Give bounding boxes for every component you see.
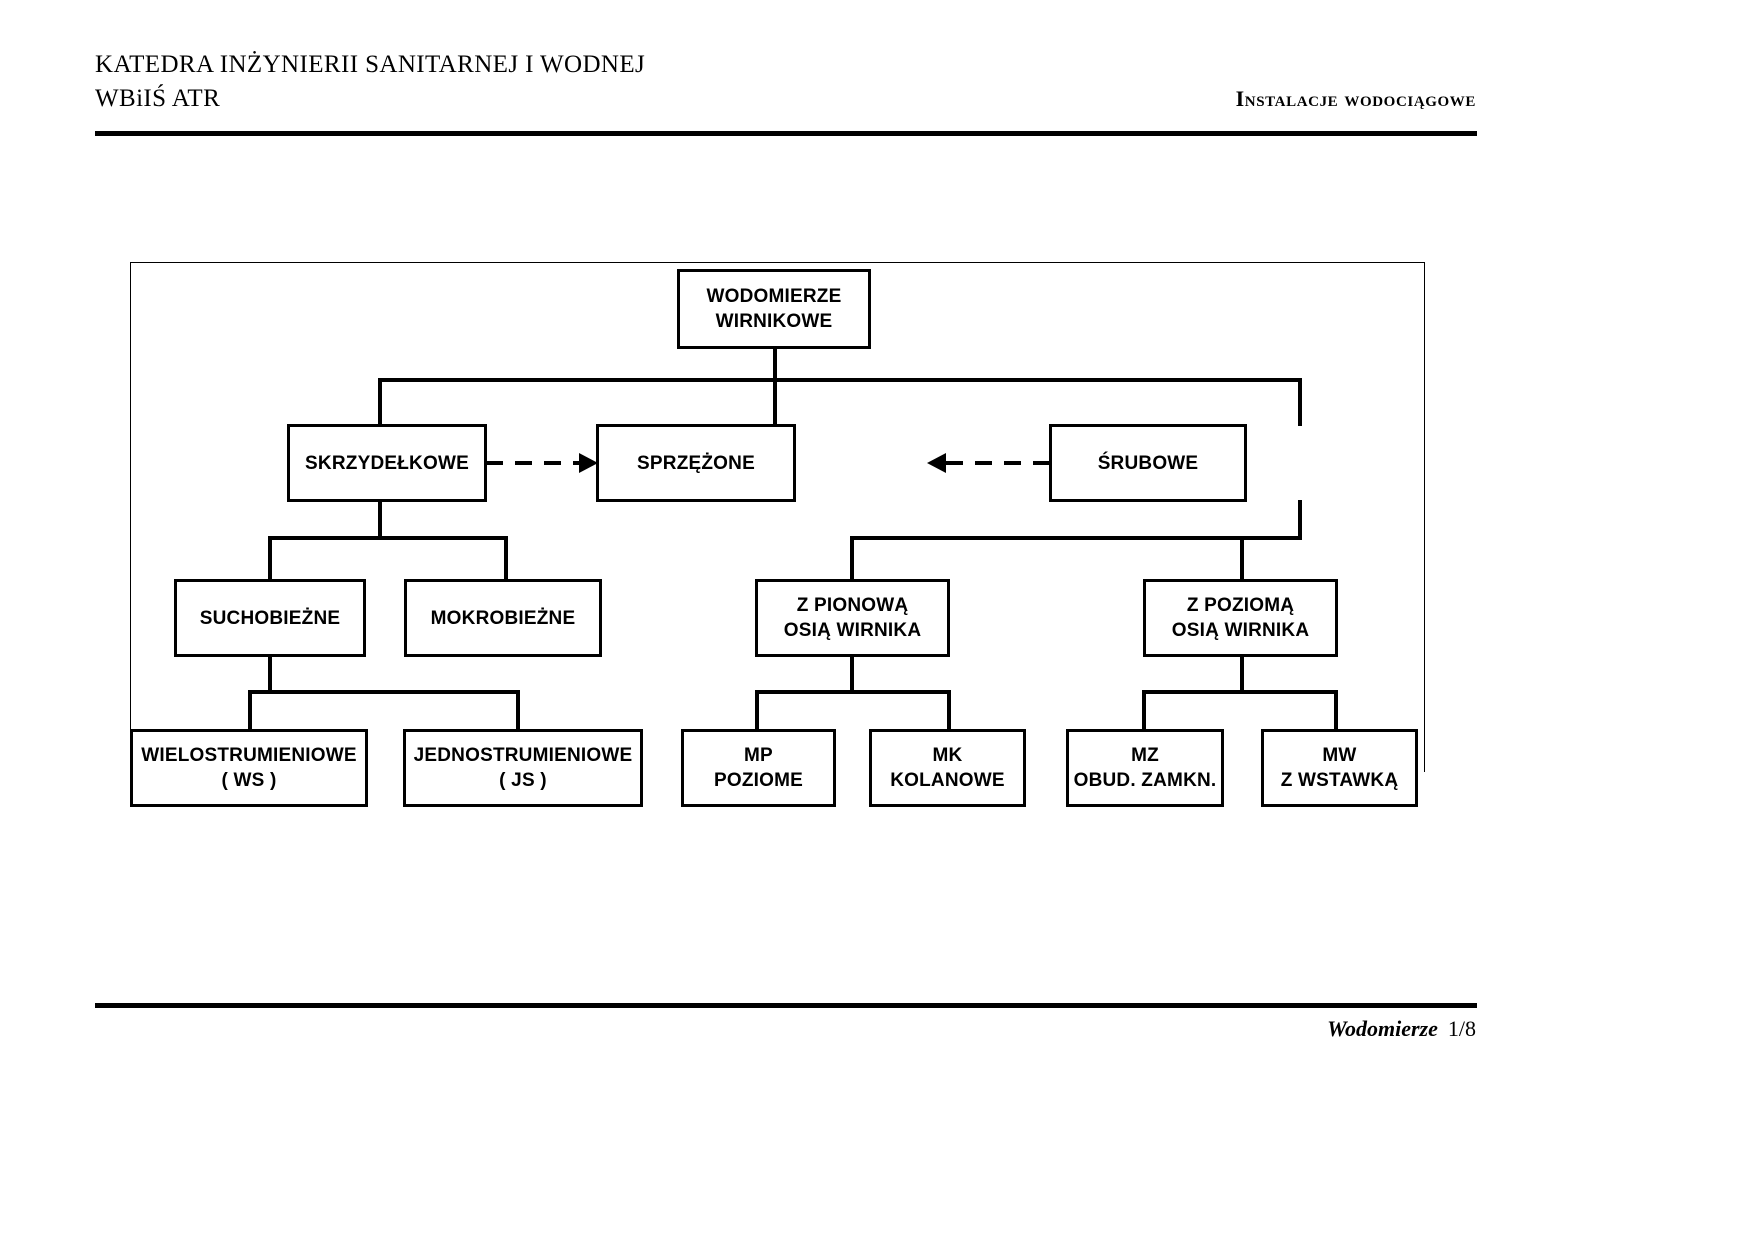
node-label: SPRZĘŻONE [637, 452, 755, 474]
node-label: JEDNOSTRUMIENIOWE ( JS ) [413, 745, 633, 791]
connector-to-sprzezone [773, 378, 777, 426]
node-label: MOKROBIEŻNE [430, 607, 576, 629]
connector-pionowa-stem [850, 657, 854, 692]
footer-divider-rule [95, 1003, 1477, 1008]
node-suchobiezne[interactable]: SUCHOBIEŻNE [174, 579, 366, 657]
dashed-line-segment-left [486, 461, 579, 465]
dashed-line-segment-right [946, 461, 1049, 465]
connector-to-mk [947, 690, 951, 730]
dashed-arrow-srubowe-to-sprzezone [927, 453, 1049, 473]
connector-pozioma-bus [1142, 690, 1338, 694]
connector-to-suchobiezne [268, 536, 272, 580]
connector-to-wielostrumieniowe [248, 690, 252, 730]
node-sprzezone[interactable]: SPRZĘŻONE [596, 424, 796, 502]
document-title: Instalacje wodociągowe [1235, 86, 1476, 111]
node-jednostrumieniowe-js[interactable]: JEDNOSTRUMIENIOWE ( JS ) [403, 729, 643, 807]
connector-to-mz [1142, 690, 1146, 730]
classification-diagram: WODOMIERZE WIRNIKOWE SKRZYDEŁKOWE SPRZĘŻ… [130, 262, 1425, 822]
node-mp-poziome[interactable]: MP POZIOME [681, 729, 836, 807]
node-z-pionowa-osia-wirnika[interactable]: Z PIONOWĄ OSIĄ WIRNIKA [755, 579, 950, 657]
node-label: MK KOLANOWE [890, 745, 1005, 791]
node-wielostrumieniowe-ws[interactable]: WIELOSTRUMIENIOWE ( WS ) [130, 729, 368, 807]
node-label: Z POZIOMĄ OSIĄ WIRNIKA [1171, 595, 1310, 641]
header-divider-rule [95, 131, 1477, 136]
node-label: WODOMIERZE WIRNIKOWE [706, 286, 842, 332]
connector-to-srubowe [1298, 378, 1302, 426]
connector-level1-bus [378, 378, 1302, 382]
node-mw-z-wstawka[interactable]: MW Z WSTAWKĄ [1261, 729, 1418, 807]
node-skrzydelkowe[interactable]: SKRZYDEŁKOWE [287, 424, 487, 502]
connector-pozioma-stem [1240, 657, 1244, 692]
node-label: ŚRUBOWE [1097, 452, 1199, 474]
connector-srubowe-bus [850, 536, 1302, 540]
footer-document-name: Wodomierze [1327, 1016, 1438, 1041]
connector-skrzydelkowe-stem [378, 500, 382, 538]
connector-to-mw [1334, 690, 1338, 730]
connector-to-jednostrumieniowe [516, 690, 520, 730]
page-header: KATEDRA INŻYNIERII SANITARNEJ I WODNEJ W… [95, 48, 1476, 140]
node-label: MW Z WSTAWKĄ [1280, 745, 1399, 791]
node-mk-kolanowe[interactable]: MK KOLANOWE [869, 729, 1026, 807]
page-footer: Wodomierze 1/8 [277, 1016, 1476, 1042]
connector-to-pionowa [850, 536, 854, 580]
connector-to-skrzydelkowe [378, 378, 382, 426]
node-mokrobiezne[interactable]: MOKROBIEŻNE [404, 579, 602, 657]
arrow-head-right-icon [579, 453, 598, 473]
node-srubowe[interactable]: ŚRUBOWE [1049, 424, 1247, 502]
dashed-arrow-skrzydelkowe-to-sprzezone [486, 453, 598, 473]
footer-page-number: 1/8 [1447, 1016, 1476, 1041]
connector-skrzydelkowe-bus [268, 536, 508, 540]
connector-root-stem [773, 348, 777, 380]
arrow-head-left-icon [927, 453, 946, 473]
diagram-border-right-edge [1424, 262, 1425, 772]
node-mz-obud-zamkn[interactable]: MZ OBUD. ZAMKN. [1066, 729, 1224, 807]
node-label: Z PIONOWĄ OSIĄ WIRNIKA [783, 595, 922, 641]
node-wodomierze-wirnikowe[interactable]: WODOMIERZE WIRNIKOWE [677, 269, 871, 349]
connector-to-pozioma [1240, 536, 1244, 580]
node-z-pozioma-osia-wirnika[interactable]: Z POZIOMĄ OSIĄ WIRNIKA [1143, 579, 1338, 657]
node-label: MZ OBUD. ZAMKN. [1073, 745, 1217, 791]
connector-to-mp [755, 690, 759, 730]
connector-to-mokrobiezne [504, 536, 508, 580]
connector-suchobiezne-bus [248, 690, 520, 694]
connector-suchobiezne-stem [268, 657, 272, 692]
node-label: SUCHOBIEŻNE [199, 607, 341, 629]
department-line-2: WBiIŚ ATR [95, 85, 221, 112]
department-line-1: KATEDRA INŻYNIERII SANITARNEJ I WODNEJ [95, 51, 646, 78]
node-label: WIELOSTRUMIENIOWE ( WS ) [141, 745, 357, 791]
node-label: SKRZYDEŁKOWE [305, 452, 469, 474]
connector-srubowe-stem [1298, 500, 1302, 538]
connector-pionowa-bus [755, 690, 951, 694]
department-heading: KATEDRA INŻYNIERII SANITARNEJ I WODNEJ W… [95, 48, 645, 116]
node-label: MP POZIOME [713, 745, 803, 791]
